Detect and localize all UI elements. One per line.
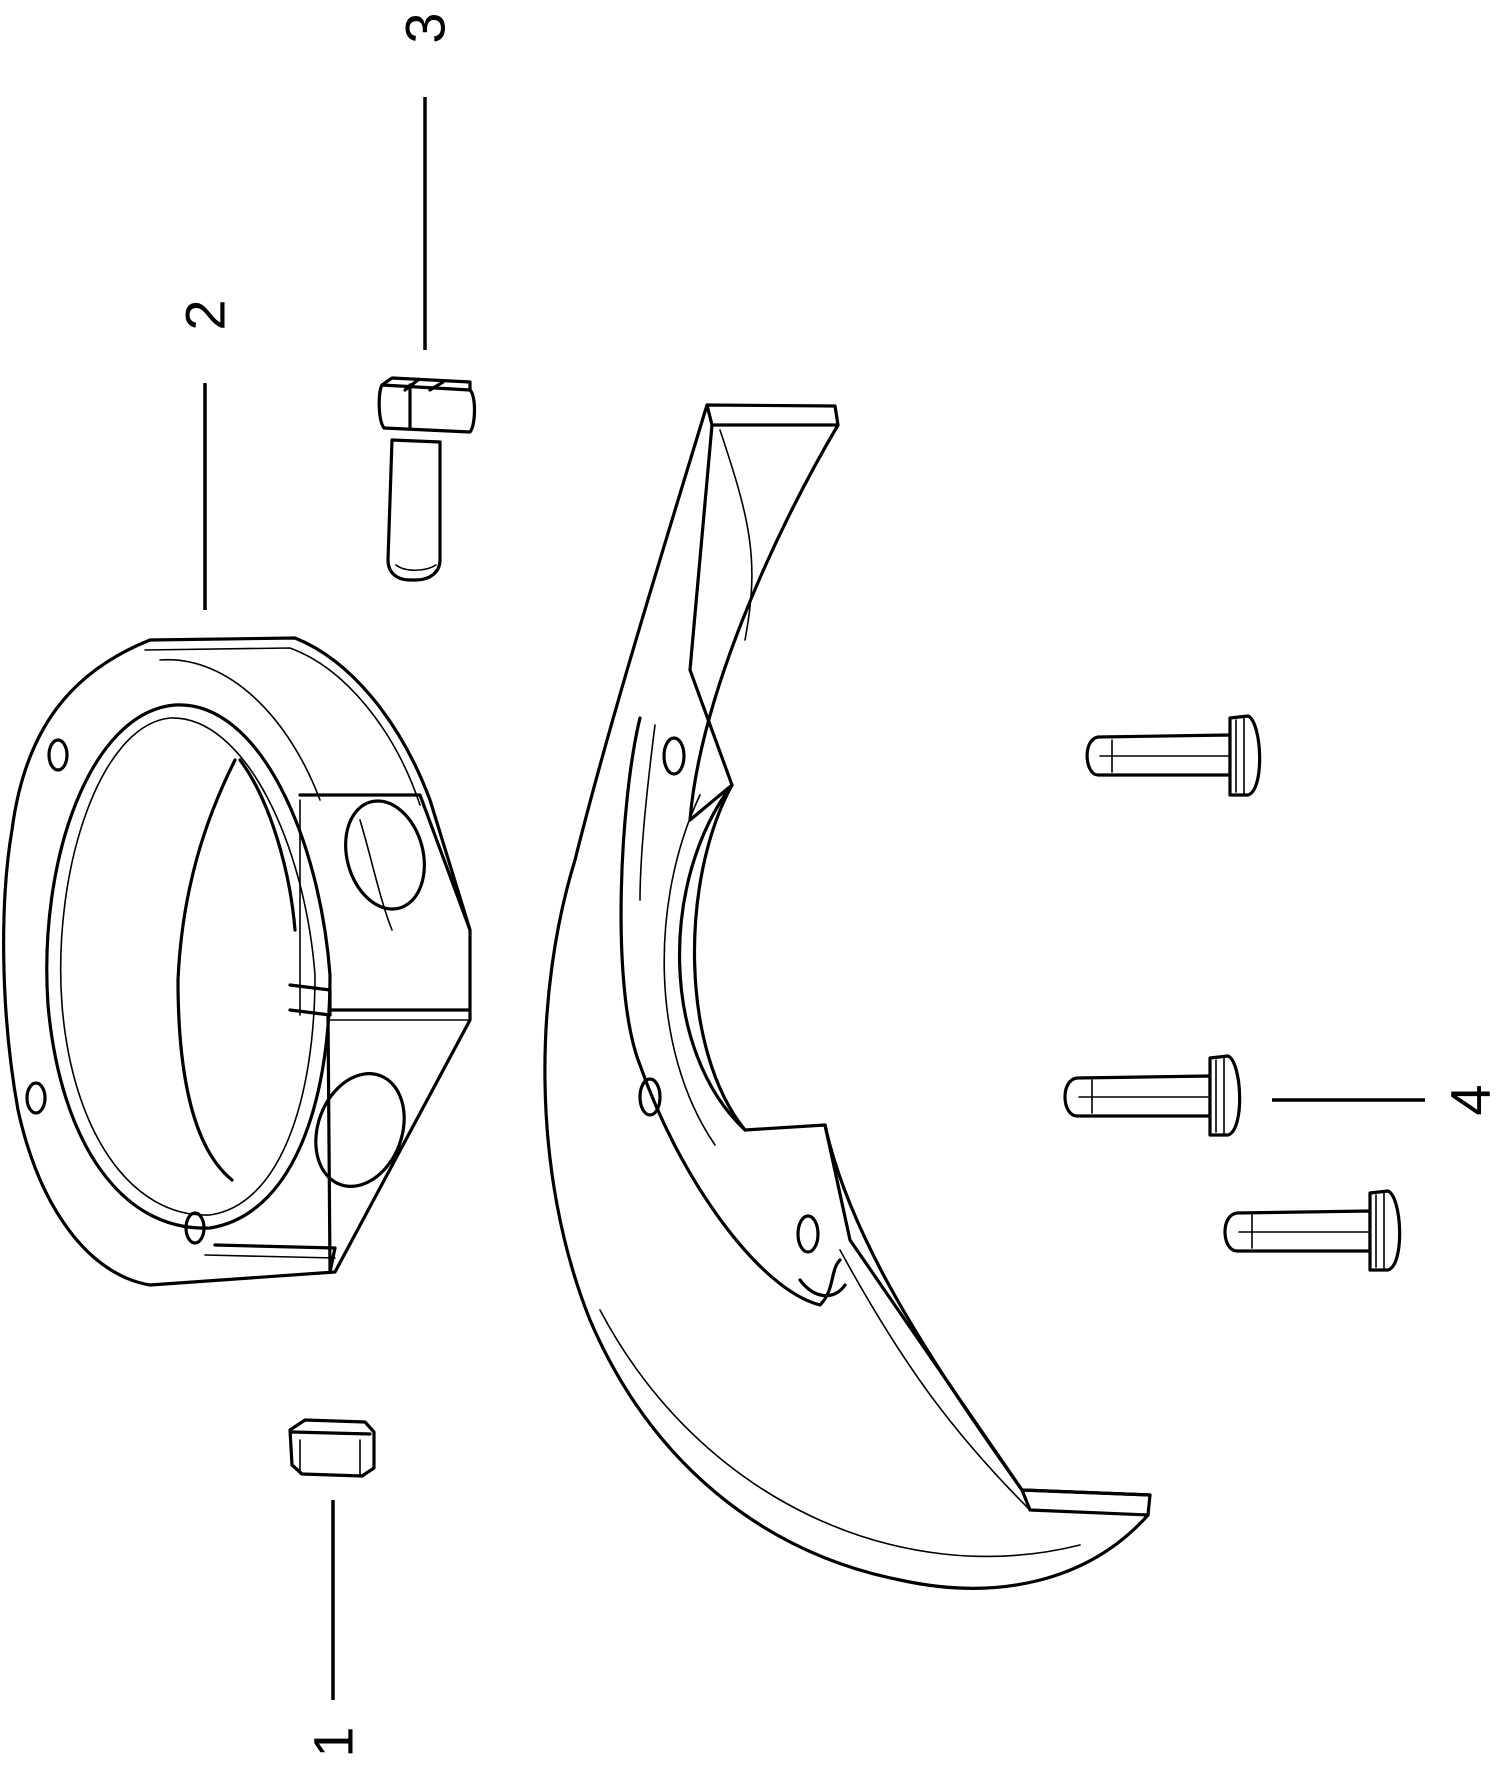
square-nut bbox=[288, 1418, 376, 1478]
callout-4: 4 bbox=[1439, 1084, 1500, 1115]
wheel-guard bbox=[543, 403, 1152, 1590]
callout-1: 1 bbox=[302, 1726, 365, 1757]
callout-3: 3 bbox=[394, 12, 457, 43]
pin-middle bbox=[1063, 1054, 1242, 1137]
pin-bottom bbox=[1223, 1189, 1402, 1272]
slotted-screw bbox=[377, 376, 477, 582]
clamping-ring bbox=[2, 636, 472, 1287]
callout-2: 2 bbox=[174, 299, 237, 330]
pin-top bbox=[1085, 714, 1262, 797]
